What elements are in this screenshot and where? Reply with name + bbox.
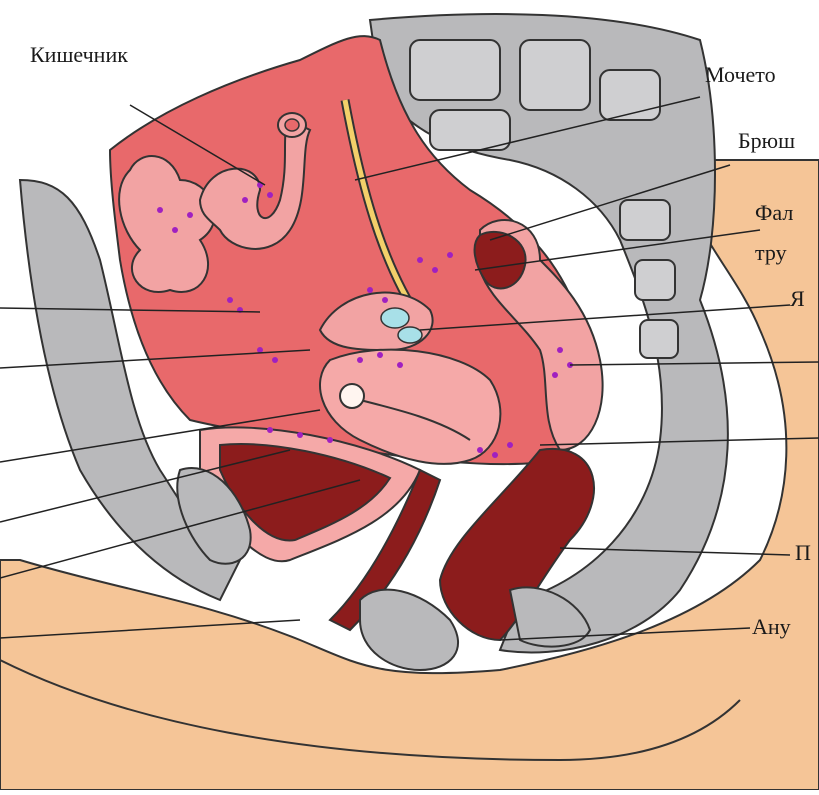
label-rectum: П <box>795 540 811 566</box>
vertebra <box>635 260 675 300</box>
label-peritoneum: Брюш <box>738 128 795 154</box>
vertebra <box>640 320 678 358</box>
label-tube-line2: тру <box>755 240 787 266</box>
vertebra <box>410 40 500 100</box>
label-ureter: Мочето <box>705 62 776 88</box>
vertebra <box>520 40 590 110</box>
vertebra <box>620 200 670 240</box>
label-anus: Ану <box>752 614 791 640</box>
label-ovary: Я <box>790 286 805 312</box>
perineum <box>360 590 458 670</box>
label-tube-line1: Фал <box>755 200 793 226</box>
vertebra <box>600 70 660 120</box>
vertebra <box>430 110 510 150</box>
uterus-marker <box>340 384 364 408</box>
label-intestine: Кишечник <box>30 42 128 68</box>
